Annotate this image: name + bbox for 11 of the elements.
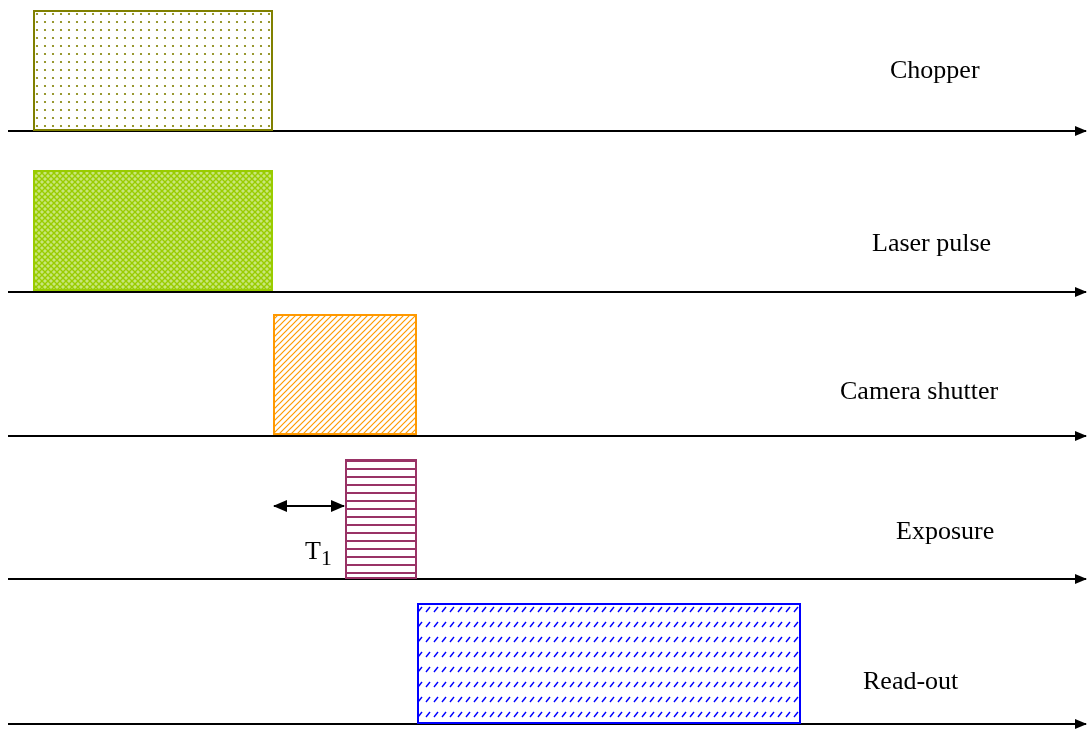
time-interval-label: Chopper [890,57,980,83]
time-interval-label: Read-out [863,668,959,694]
time-interval-label: Exposure [896,518,995,544]
pulse-block [345,459,417,579]
time-interval-label: T$_{1}$ [305,538,332,570]
time-interval-label: Camera shutter [840,378,999,404]
pulse-block [33,170,273,291]
pulse-block [33,10,273,131]
time-interval-label: Laser pulse [872,230,992,256]
pulse-block [273,314,417,435]
pulse-block [417,603,801,724]
